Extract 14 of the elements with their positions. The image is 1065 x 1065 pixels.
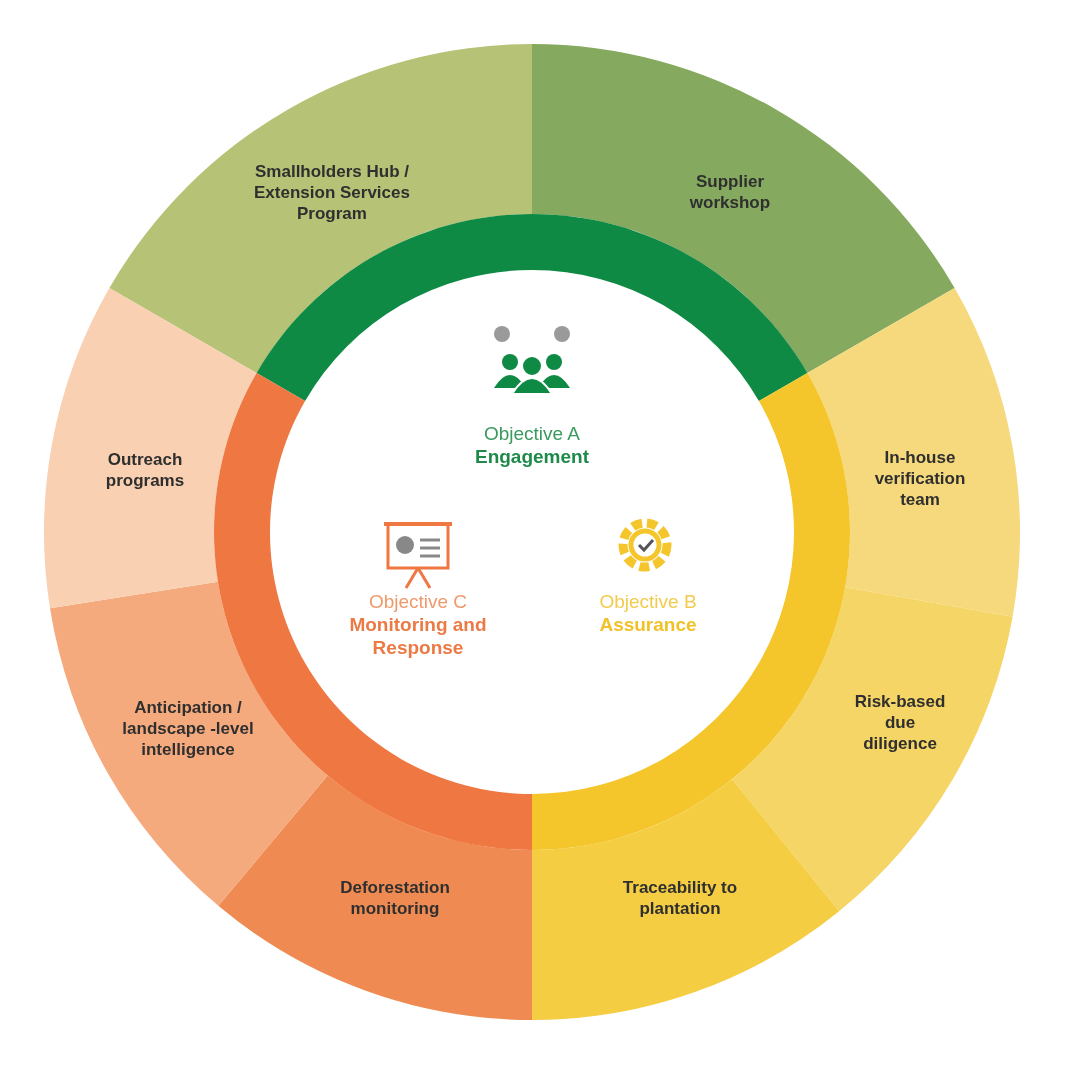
objective-label: Objective B bbox=[598, 590, 698, 613]
objective-label: Objective C bbox=[367, 590, 469, 613]
objective-title: Engagement bbox=[474, 445, 590, 468]
segment-label: In-house verification team bbox=[873, 446, 967, 510]
segment-label: Traceability to plantation bbox=[621, 877, 739, 919]
segment-label: Risk-based due diligence bbox=[853, 690, 947, 754]
objective-label: Objective A bbox=[482, 422, 582, 445]
segment-label: Outreach programs bbox=[104, 449, 186, 491]
segment-label: Anticipation / landscape -level intelligence bbox=[121, 696, 255, 760]
segment-label: Deforestation monitoring bbox=[339, 877, 451, 919]
objective-title: Assurance bbox=[598, 613, 698, 636]
objective-title: Monitoring and Response bbox=[348, 613, 488, 659]
segment-label: Supplier workshop bbox=[688, 171, 772, 213]
segment-label: Smallholders Hub / Extension Services Program bbox=[253, 160, 411, 224]
